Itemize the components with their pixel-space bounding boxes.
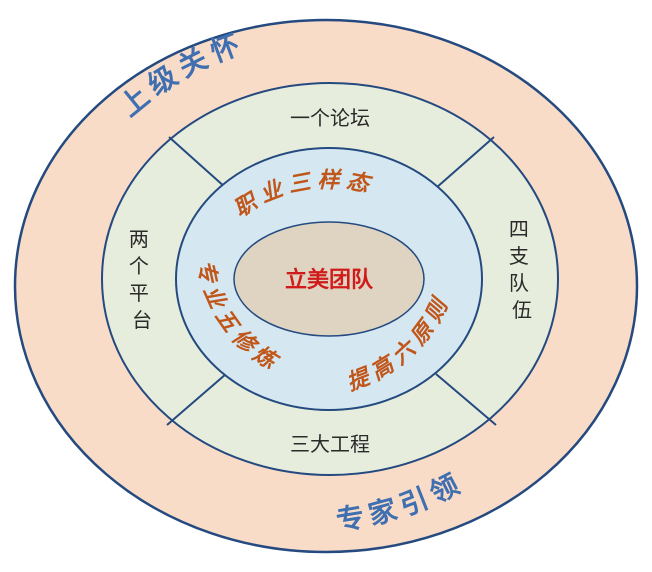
core-label: 立美团队 (285, 267, 374, 293)
sector-top-label: 一个论坛 (290, 106, 370, 130)
sector-left-label: 两 个 平 台 (129, 227, 155, 332)
divider-top-right (435, 136, 495, 189)
divider-bottom-right (435, 373, 497, 426)
sector-right-label: 四 支 队 伍 (509, 217, 535, 322)
sector-bottom-label: 三大工程 (290, 432, 370, 456)
divider-top-left (168, 136, 227, 189)
divider-bottom-left (166, 373, 227, 426)
core-ellipse (233, 221, 425, 337)
